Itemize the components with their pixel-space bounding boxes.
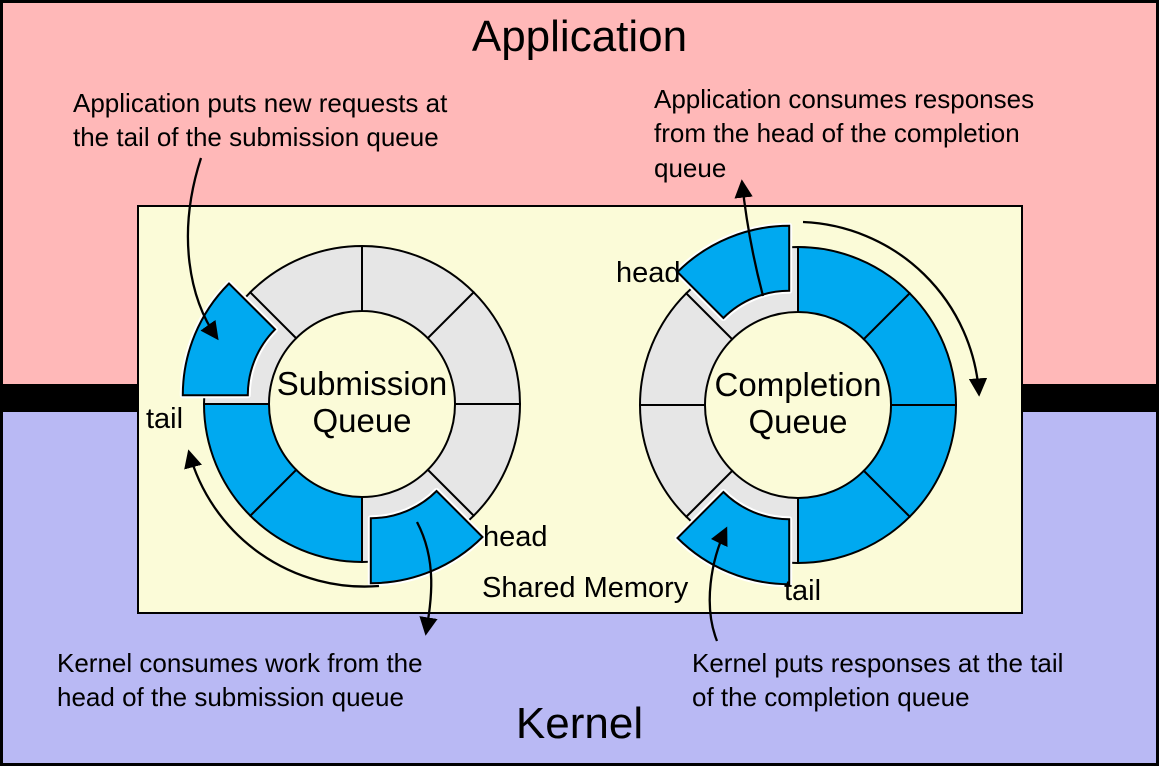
completion-queue-ring — [638, 222, 958, 588]
completion-queue-head-label: head — [616, 257, 681, 289]
rings-and-arrows-layer — [179, 157, 988, 642]
annotation-app-submit: Application puts new requests at the tai… — [73, 88, 448, 153]
completion-queue-tail-label: tail — [784, 575, 822, 607]
annotation-kernel-put: Kernel puts responses at the tail of the… — [692, 648, 1064, 713]
completion-queue-popped-segment-7 — [676, 224, 791, 320]
arrow-layer — [184, 157, 988, 642]
queue-rings — [179, 222, 958, 588]
annotation-kernel-consume: Kernel consumes work from the head of th… — [57, 648, 423, 713]
submission-queue-label: Submission Queue — [276, 365, 448, 439]
submission-queue-ring — [179, 244, 522, 587]
submission-queue-popped-segment-3 — [369, 489, 484, 585]
shared-memory-label: Shared Memory — [482, 572, 689, 604]
completion-queue-popped-segment-4 — [676, 490, 791, 586]
submission-queue-popped-segment-6 — [181, 282, 277, 397]
submission-queue-slot-7 — [248, 244, 363, 340]
submission-queue-head-label: head — [483, 521, 548, 553]
kernel-title: Kernel — [515, 699, 644, 748]
arrow-app-text-to-sq-tail — [186, 157, 219, 341]
arrow-cq-head-to-app-text — [734, 179, 765, 297]
cq-clockwise-direction-arc — [802, 220, 988, 397]
submission-queue-tail-label: tail — [146, 403, 184, 435]
arrow-sq-head-to-kernel-text — [415, 521, 438, 636]
arrow-kernel-text-to-cq-tail — [708, 526, 728, 642]
annotation-app-consume: Application consumes responses from the … — [654, 84, 1035, 183]
application-title: Application — [471, 12, 688, 61]
sq-clockwise-direction-arc — [184, 449, 380, 588]
completion-queue-label: Completion Queue — [714, 366, 882, 440]
